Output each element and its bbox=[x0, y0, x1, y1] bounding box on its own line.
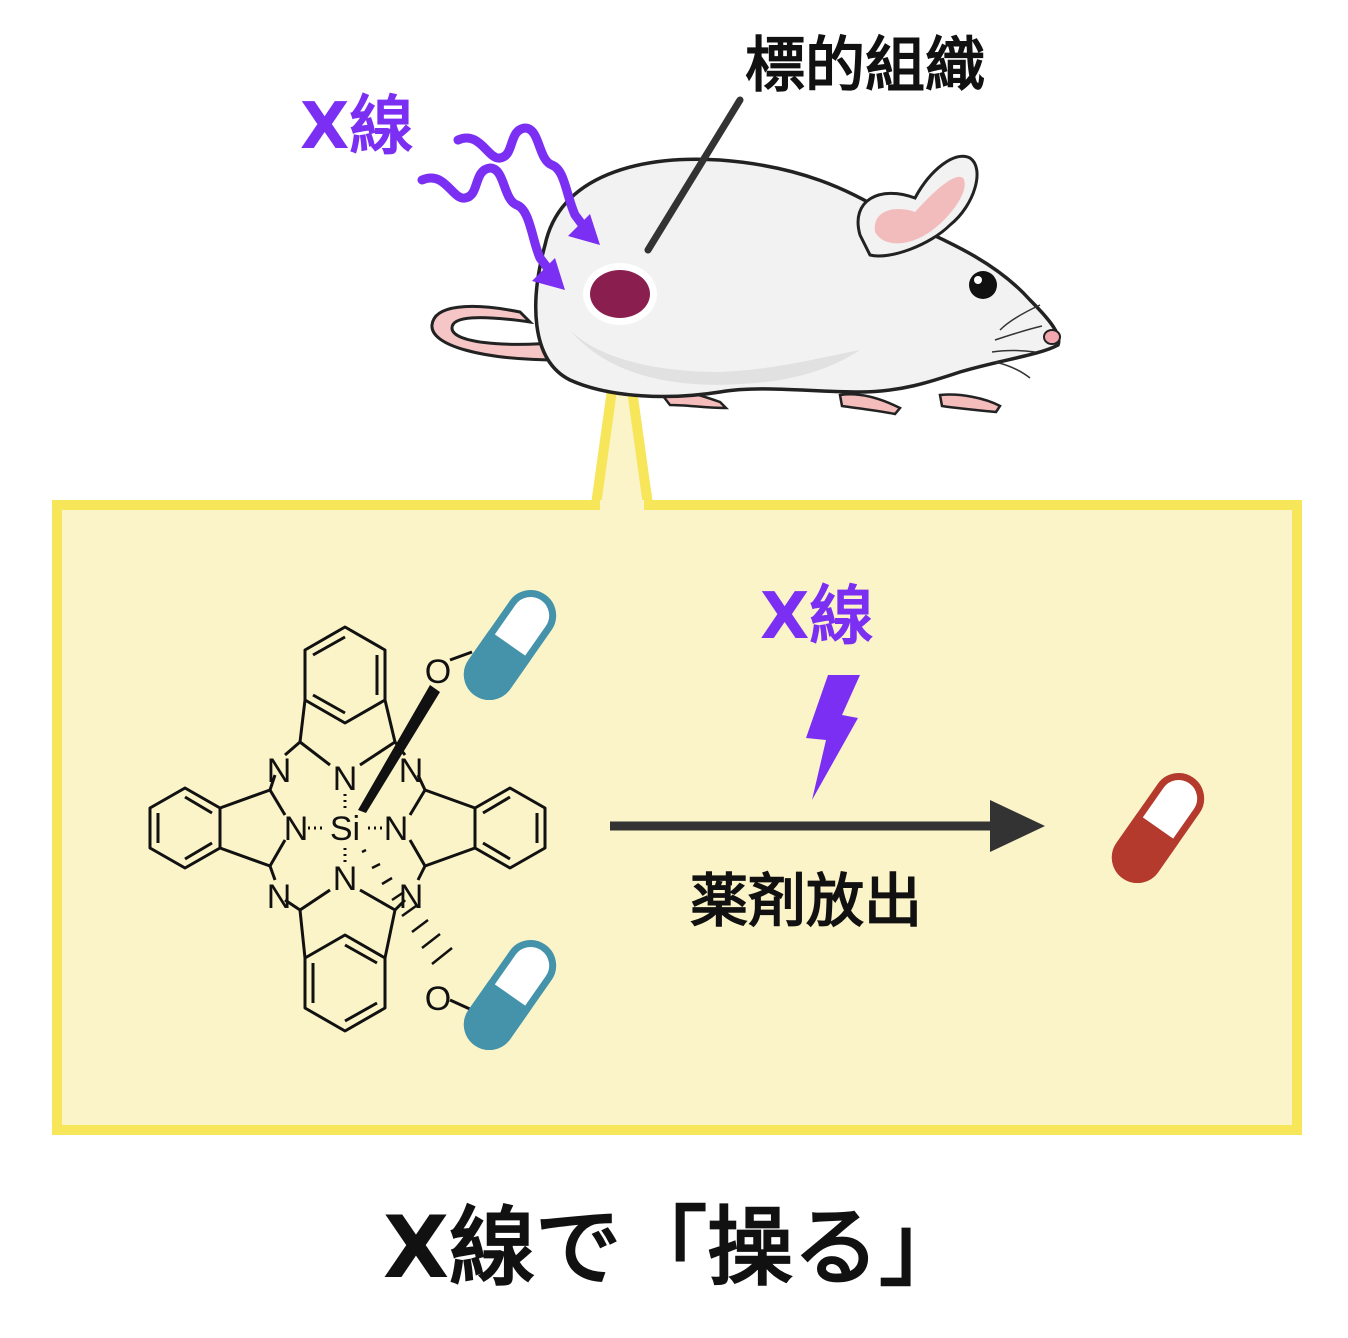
atom-n-meso-bl: N bbox=[267, 878, 292, 916]
callout-panel bbox=[52, 500, 1302, 1135]
atom-n-left: N bbox=[284, 810, 309, 848]
benzene-ring-left bbox=[148, 786, 222, 870]
capsule-icon bbox=[1111, 773, 1205, 883]
benzene-ring-right bbox=[473, 786, 547, 870]
wavy-arrow-icon bbox=[417, 123, 595, 283]
capsule-icon bbox=[463, 940, 557, 1050]
capsule-icon bbox=[463, 590, 557, 700]
target-tissue-label: 標的組織 bbox=[745, 31, 985, 101]
lightning-bolt-icon bbox=[806, 675, 860, 800]
mouse-tail bbox=[430, 304, 568, 362]
atom-o-top: O bbox=[425, 653, 451, 691]
xray-label-reaction: X線 bbox=[760, 580, 874, 654]
target-pointer-line bbox=[644, 96, 744, 254]
atom-n-meso-tr: N bbox=[399, 752, 424, 790]
wedge-bond bbox=[358, 685, 440, 813]
atom-si: Si bbox=[330, 810, 360, 848]
mouse-illustration bbox=[417, 96, 1061, 416]
atom-n-top: N bbox=[333, 760, 358, 798]
atom-n-meso-br: N bbox=[399, 878, 424, 916]
target-tumor bbox=[590, 270, 650, 318]
xray-label-top: X線 bbox=[300, 90, 414, 164]
drug-release-label: 薬剤放出 bbox=[690, 867, 923, 935]
hashed-bond bbox=[361, 848, 453, 965]
caption: X線で「操る」 bbox=[382, 1198, 966, 1298]
atom-n-right: N bbox=[384, 810, 409, 848]
benzene-ring-bottom bbox=[303, 933, 387, 1033]
atom-n-bottom: N bbox=[333, 860, 358, 898]
atom-o-bottom: O bbox=[425, 980, 451, 1018]
benzene-ring-top bbox=[303, 625, 387, 725]
atom-n-meso-tl: N bbox=[267, 752, 292, 790]
